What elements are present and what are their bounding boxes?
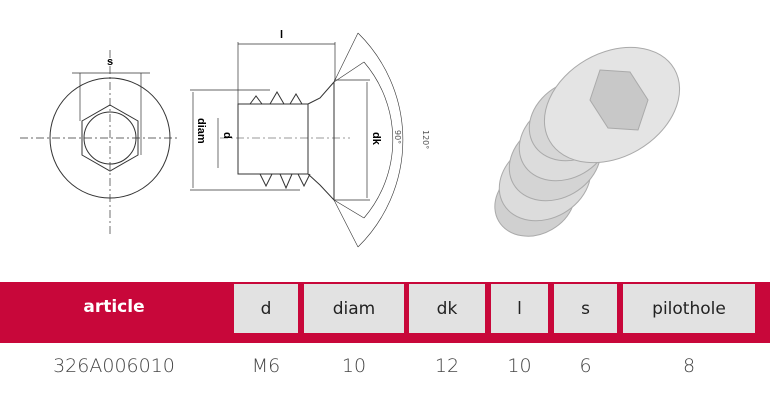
value-s: 6 (579, 355, 592, 377)
value-diam: 10 (341, 355, 367, 377)
value-pilothole: 8 (682, 355, 696, 377)
3d-render (494, 46, 681, 237)
header-diam: diam (304, 284, 404, 333)
header-article: article (0, 282, 228, 331)
header-d: d (234, 284, 298, 333)
label-angle-90: 90° (393, 130, 402, 144)
side-view (190, 32, 404, 248)
label-angle-120: 120° (421, 130, 430, 149)
value-l: 10 (507, 355, 532, 377)
header-s: s (554, 284, 617, 333)
label-l: l (280, 29, 283, 41)
value-d: M6 (251, 355, 281, 377)
header-dk: dk (409, 284, 485, 333)
label-s: s (107, 56, 113, 68)
value-dk: 12 (434, 355, 460, 377)
header-pilothole: pilothole (623, 284, 755, 333)
front-view (20, 50, 180, 235)
value-article: 326A006010 (53, 355, 175, 377)
label-d: d (221, 132, 233, 139)
label-dk: dk (370, 132, 382, 146)
label-diam: diam (195, 118, 207, 144)
technical-drawing: s l diam d dk 90° 120° (20, 29, 681, 248)
header-l: l (491, 284, 548, 333)
